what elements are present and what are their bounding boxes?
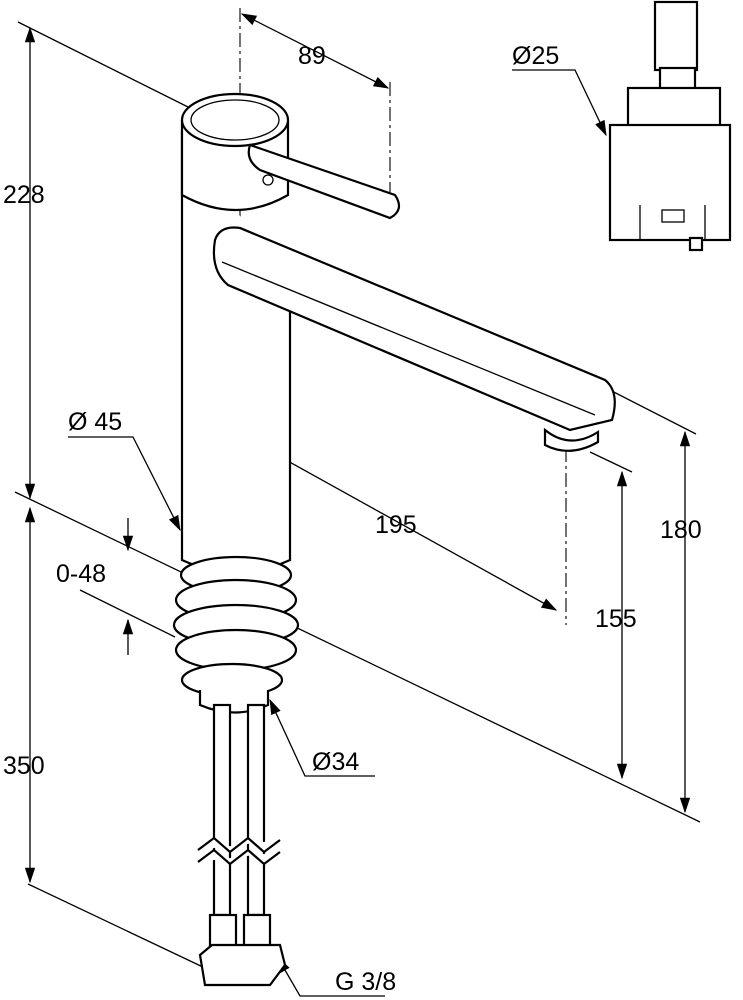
label-connection-thread: G 3/8 (335, 968, 397, 996)
leader-thread (277, 956, 385, 997)
label-hose-length: 350 (3, 752, 45, 780)
dimension-155 (589, 451, 633, 780)
label-worktop-thickness: 0-48 (56, 560, 107, 588)
worktop-underside-line (79, 589, 176, 638)
dimension-350 (24, 506, 206, 969)
leader-cartridge-diameter (512, 69, 607, 137)
label-overall-height: 228 (3, 181, 45, 209)
label-spout-height-top: 180 (660, 516, 702, 544)
label-spout-reach: 195 (375, 511, 417, 539)
label-cartridge-diameter: Ø25 (512, 42, 560, 70)
dimension-228 (17, 21, 191, 500)
label-shank-diameter: Ø34 (312, 748, 360, 776)
label-body-diameter: Ø 45 (68, 408, 123, 436)
cartridge-inset (608, 0, 732, 252)
dimension-180 (599, 384, 697, 814)
label-lever-reach: 89 (298, 42, 326, 70)
label-spout-outlet-height: 155 (595, 605, 637, 633)
leader-shank-diameter (269, 698, 375, 777)
leader-body-diameter (68, 436, 181, 532)
faucet-body (172, 92, 616, 987)
